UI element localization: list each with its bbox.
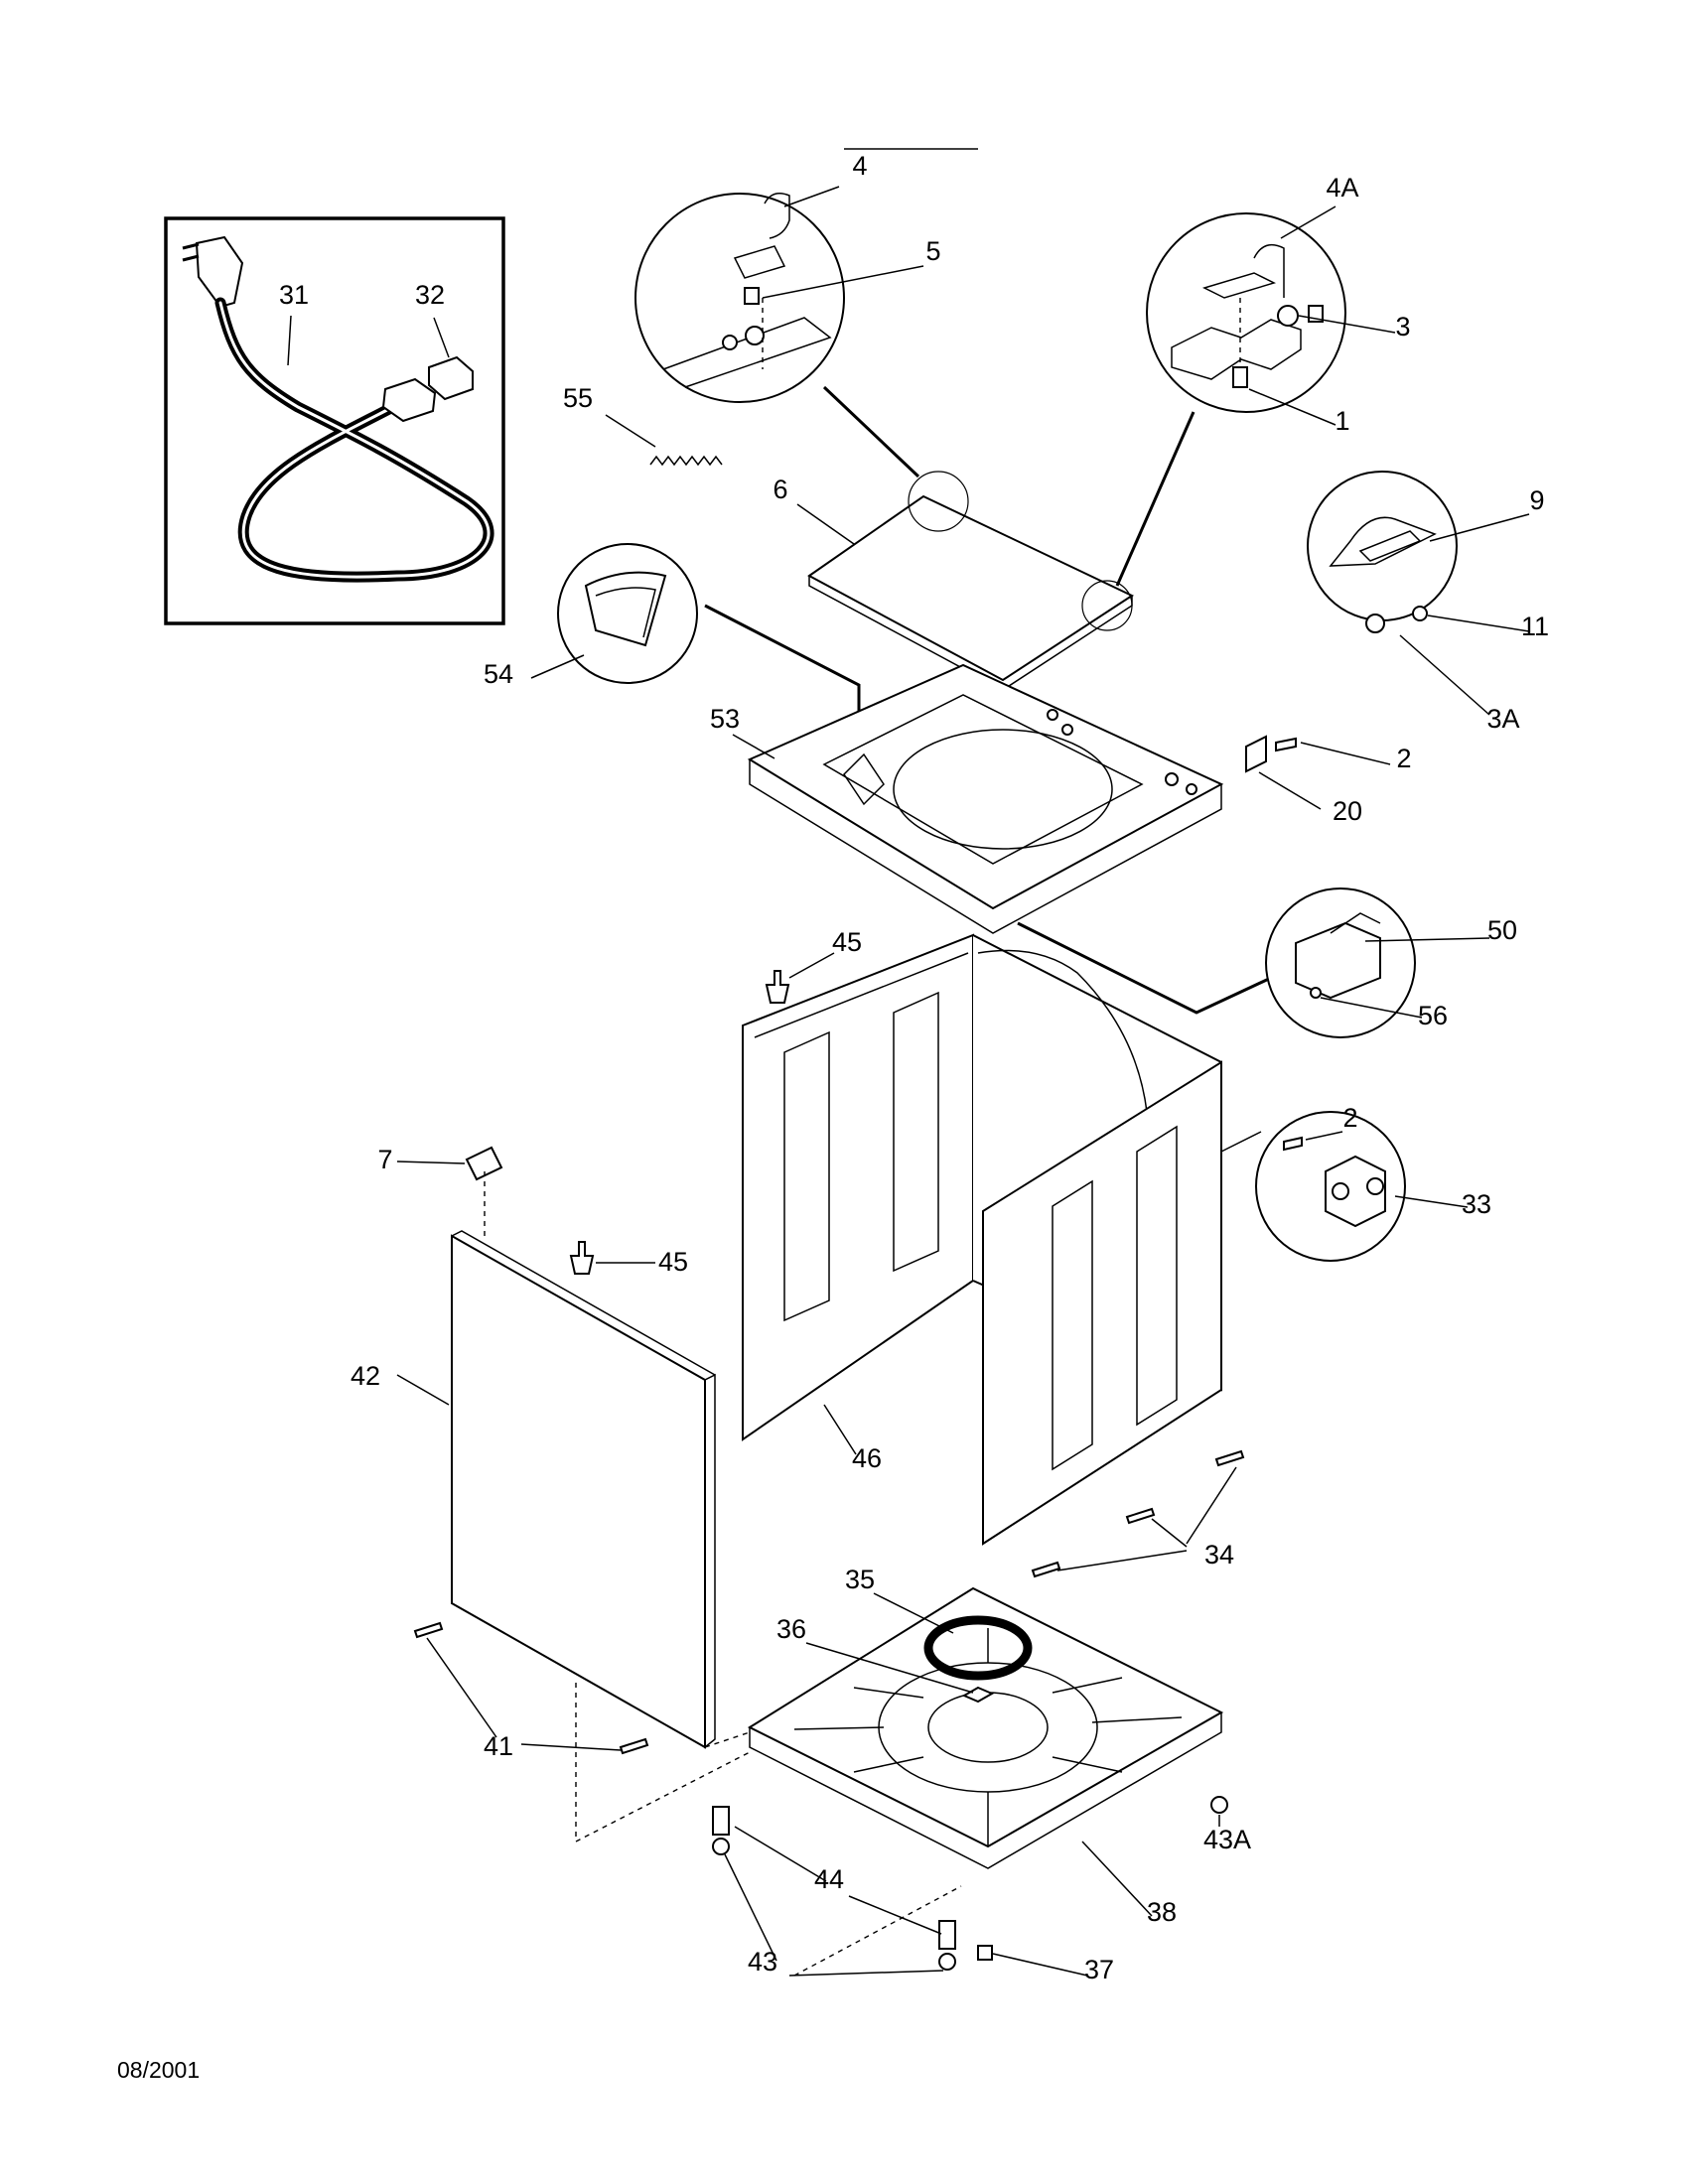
cabinet-side-panel (982, 1060, 1262, 1546)
clip-7 (396, 1146, 503, 1181)
hinge-detail-left (634, 186, 924, 403)
part-label-43A: 43A (1203, 1825, 1251, 1854)
part-label-41: 41 (484, 1731, 513, 1761)
part-label-54: 54 (484, 659, 513, 689)
top-panel (732, 663, 1272, 1015)
part-label-11: 11 (1521, 612, 1549, 641)
water-valve-detail (1255, 1111, 1469, 1262)
part-label-50: 50 (1487, 915, 1517, 945)
screws-45 (569, 952, 835, 1275)
base-frame (575, 1586, 1224, 1917)
part-label-5: 5 (925, 236, 940, 266)
dispenser-detail (530, 543, 861, 769)
leveling-feet (712, 1796, 1228, 1977)
part-label-31: 31 (279, 280, 309, 310)
part-label-33: 33 (1462, 1189, 1491, 1219)
screws-41 (413, 1621, 649, 1755)
part-label-46: 46 (852, 1443, 882, 1473)
power-cord-inset (164, 216, 505, 625)
part-label-38: 38 (1147, 1897, 1177, 1927)
part-label-55: 55 (563, 383, 593, 413)
part-label-37: 37 (1084, 1955, 1114, 1984)
part-label-20: 20 (1333, 796, 1362, 826)
part-label-53: 53 (710, 704, 740, 734)
hinge-detail-lower (1307, 471, 1530, 716)
part-label-3A: 3A (1486, 704, 1519, 734)
clip-and-screw (1245, 735, 1391, 810)
part-label-35: 35 (845, 1565, 875, 1594)
part-label-44: 44 (814, 1864, 844, 1894)
lid-switch-detail (1265, 887, 1490, 1038)
date-code: 08/2001 (117, 2057, 200, 2083)
front-panel (396, 1171, 716, 1749)
part-label-45a: 45 (832, 927, 862, 957)
tub-ring (805, 1592, 1033, 1704)
part-label-2a: 2 (1396, 744, 1411, 773)
part-label-2b: 2 (1342, 1103, 1357, 1133)
part-label-9: 9 (1529, 485, 1544, 515)
part-label-6: 6 (773, 475, 787, 504)
part-label-4A: 4A (1326, 173, 1358, 203)
screws-34 (1031, 1449, 1245, 1578)
part-label-36: 36 (776, 1614, 806, 1644)
part-label-1: 1 (1335, 406, 1349, 436)
part-label-45b: 45 (658, 1247, 688, 1277)
lid (796, 385, 1196, 691)
part-label-34: 34 (1204, 1540, 1234, 1570)
hinge-detail-right (1146, 205, 1396, 426)
part-label-42: 42 (351, 1361, 380, 1391)
part-label-4: 4 (852, 151, 867, 181)
part-label-3: 3 (1395, 312, 1410, 341)
part-label-43: 43 (748, 1947, 777, 1977)
part-label-56: 56 (1418, 1001, 1448, 1030)
spring (605, 414, 723, 467)
part-label-32: 32 (415, 280, 445, 310)
part-label-7: 7 (377, 1145, 392, 1174)
